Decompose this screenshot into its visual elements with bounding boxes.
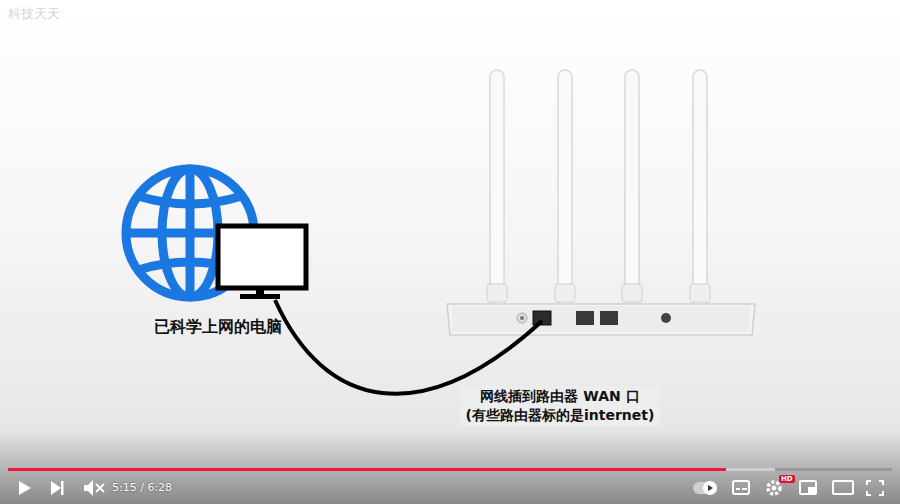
player-controls (19, 480, 883, 496)
progress-track (8, 468, 892, 471)
computer-node: 已科学上网的电脑 (122, 165, 308, 300)
hd-badge: HD (779, 475, 795, 483)
time-display: 5:15 / 6:28 (112, 481, 172, 494)
router-node: 网线插到路由器 WAN 口 (有些路由器标的是internet) (447, 297, 755, 321)
node-caption: 已科学上网的电脑 (118, 315, 318, 339)
node-caption: 网线插到路由器 WAN 口 (有些路由器标的是internet) (460, 386, 660, 426)
network-cable (275, 300, 542, 394)
router-illustration (447, 70, 755, 335)
progress-played (8, 468, 726, 471)
progress-buffer (8, 468, 775, 471)
monitor-icon (218, 226, 306, 299)
watermark: 科技天天 (8, 6, 60, 22)
